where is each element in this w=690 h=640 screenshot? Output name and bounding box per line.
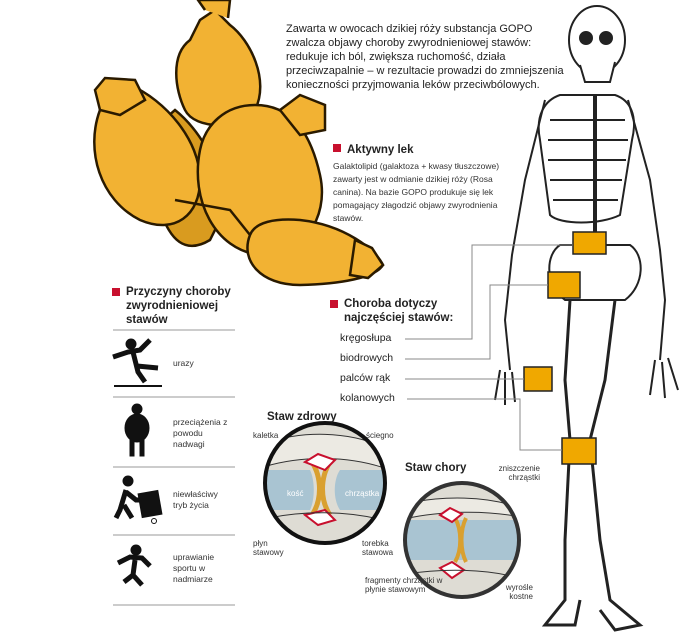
hip-highlight-box [547,271,581,299]
knee-highlight-box [561,437,597,465]
label-cartilage-damage: zniszczenie chrząstki [498,464,540,482]
running-person-icon [116,544,152,587]
skeleton-illustration [494,5,679,632]
cause-dividers [113,329,235,606]
joint-label-hips: biodrowych [340,352,394,364]
label-bursa: kaletka [253,431,279,440]
cause-label: urazy [173,358,194,368]
joint-label-spine: kręgosłupa [340,332,392,344]
label-bone-spurs: wyrośle kostne [505,583,533,601]
accent-square-icon [112,288,120,296]
active-drug-section: Aktywny lek Galaktolipid (galaktoza + kw… [333,143,518,225]
healthy-joint-illustration [263,421,387,545]
intro-text: Zawarta w owocach dzikiej róży substancj… [286,23,564,91]
person-pushing-cart-icon [113,475,163,524]
causes-title: Przyczyny choroby zwyrodnieniowej stawów [126,286,231,326]
cause-label: przeciążenia z powodu nadwagi [173,417,228,449]
healthy-joint-title: Staw zdrowy [267,411,337,423]
joint-label-knees: kolanowych [340,392,395,404]
accent-square-icon [330,300,338,308]
label-synovial-fluid: płyn stawowy [253,539,284,557]
sick-joint-illustration [403,481,521,599]
accent-square-icon [333,144,341,152]
slipping-person-icon [112,338,162,387]
label-joint-capsule: torebka stawowa [362,539,394,557]
label-tendon: ściegno [366,431,394,440]
joints-title: Choroba dotyczy najczęściej stawów: [344,298,454,324]
overweight-person-icon [124,403,150,457]
leader-lines [405,244,573,451]
spine-highlight-box [572,231,607,255]
label-bone: kość [287,489,304,498]
joint-highlights [523,231,607,465]
causes-header: Przyczyny choroby zwyrodnieniowej stawów [112,285,242,327]
fingers-highlight-box [523,366,553,392]
sick-joint-title: Staw chory [405,462,467,474]
rosehip-illustration [93,0,385,287]
label-cartilage-fragments: fragmenty chrząstki w płynie stawowym [365,576,443,594]
cause-label: uprawianie sportu w nadmiarze [173,552,215,584]
joints-header: Choroba dotyczy najczęściej stawów: [330,297,470,325]
active-drug-text: Galaktolipid (galaktoza + kwasy tłuszczo… [333,161,500,223]
label-cartilage: chrząstka [345,489,380,498]
cause-label: niewłaściwy tryb życia [173,489,218,510]
joint-label-fingers: palców rąk [340,372,391,384]
active-drug-title: Aktywny lek [347,144,414,156]
